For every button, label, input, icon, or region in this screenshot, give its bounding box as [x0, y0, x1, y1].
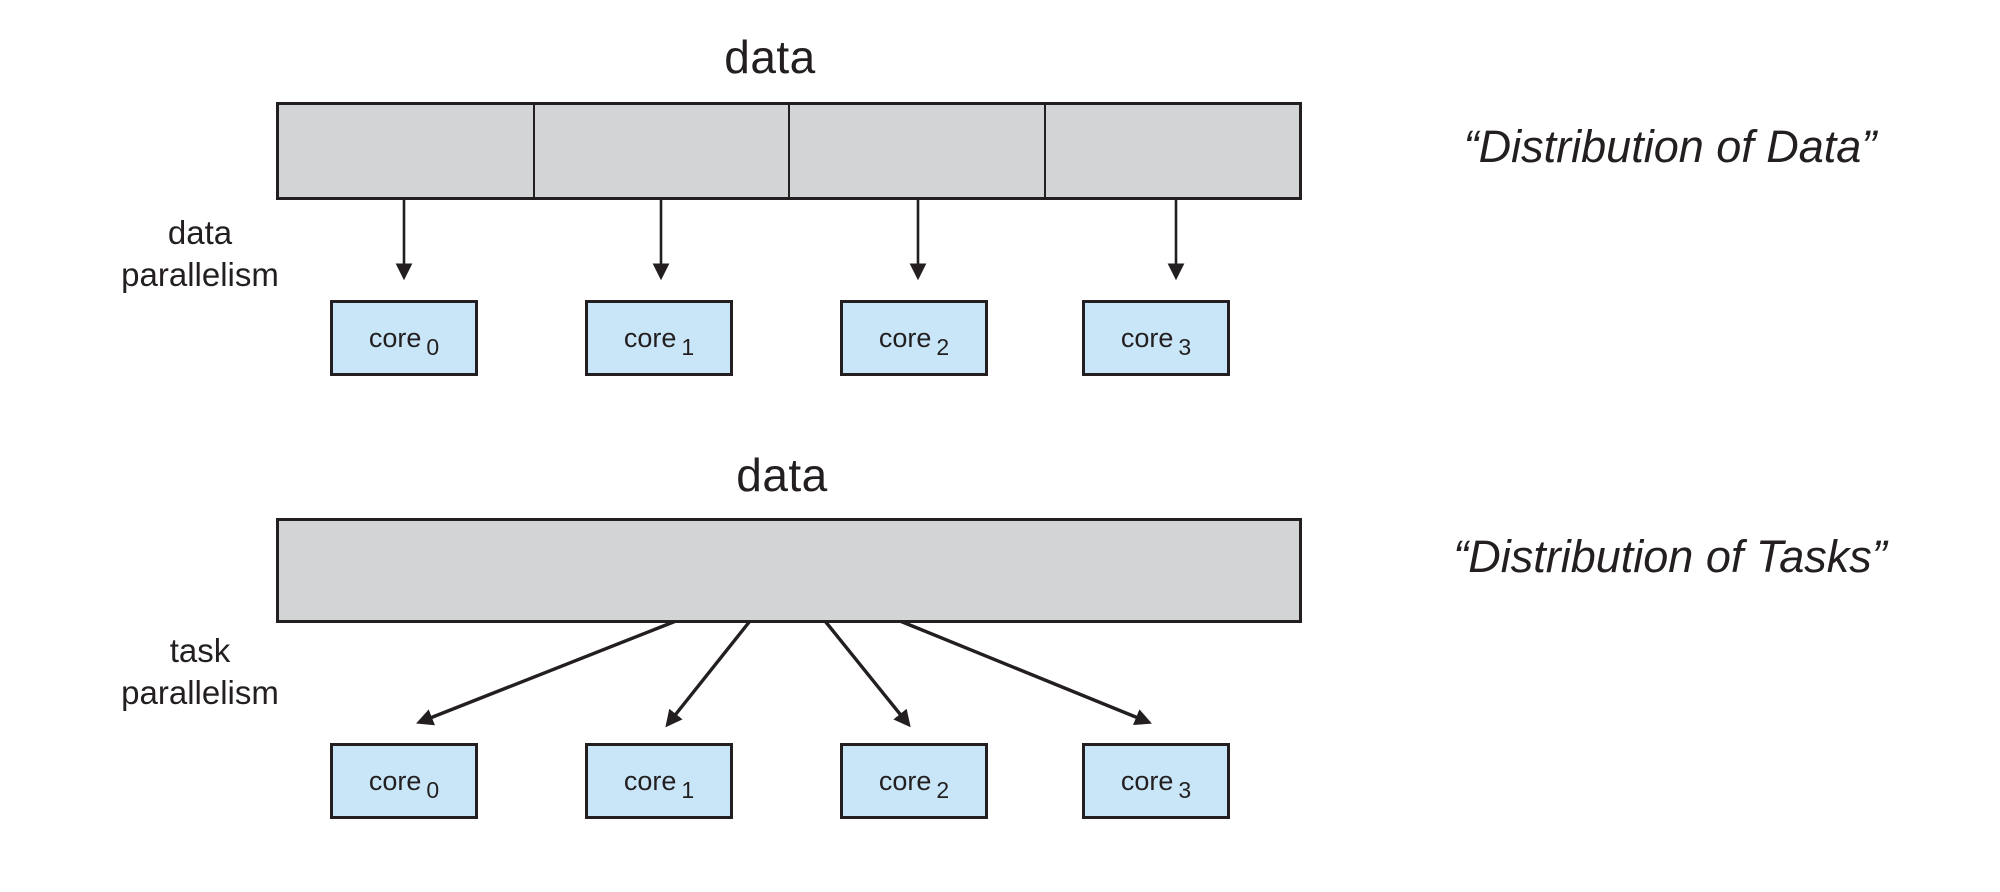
top-core-0: core 0 [330, 300, 478, 376]
data-parallelism-label-line2: parallelism [121, 256, 279, 293]
core-name: core [878, 322, 932, 353]
bottom-core-0: core 0 [330, 743, 478, 819]
data-segment-1 [532, 105, 789, 197]
core-subscript: 2 [936, 333, 950, 360]
core-subscript: 3 [1178, 333, 1192, 360]
core-name: core [623, 765, 677, 796]
task-parallelism-arrows [416, 619, 1152, 728]
bottom-core-1: core 1 [585, 743, 733, 819]
core-subscript: 2 [936, 776, 950, 803]
top-core-2: core 2 [840, 300, 988, 376]
core-name: core [623, 322, 677, 353]
top-core-3: core 3 [1082, 300, 1230, 376]
bottom-data-label: data [736, 449, 828, 501]
core-subscript: 1 [681, 333, 695, 360]
core-name: core [878, 765, 932, 796]
data-segment-3 [1043, 105, 1300, 197]
core-subscript: 0 [426, 776, 440, 803]
data-parallelism-label: data parallelism [40, 212, 360, 296]
distribution-of-data-caption: “Distribution of Data” [1463, 121, 1877, 172]
data-parallelism-label-line1: data [167, 214, 233, 251]
core-subscript: 3 [1178, 776, 1192, 803]
data-segment-2 [788, 105, 1044, 197]
top-data-bar [276, 102, 1302, 200]
bottom-core-2: core 2 [840, 743, 988, 819]
task-parallelism-label: task parallelism [40, 630, 360, 714]
top-core-1: core 1 [585, 300, 733, 376]
bottom-data-bar [276, 518, 1302, 623]
core-name: core [368, 765, 422, 796]
core-subscript: 0 [426, 333, 440, 360]
bottom-core-3: core 3 [1082, 743, 1230, 819]
core-name: core [368, 322, 422, 353]
task-parallelism-label-line2: parallelism [121, 674, 279, 711]
data-segment-0 [279, 105, 533, 197]
core-subscript: 1 [681, 776, 695, 803]
task-parallelism-label-line1: task [169, 632, 231, 669]
distribution-of-tasks-caption: “Distribution of Tasks” [1453, 531, 1887, 582]
core-name: core [1120, 322, 1174, 353]
core-name: core [1120, 765, 1174, 796]
top-data-label: data [724, 31, 816, 83]
